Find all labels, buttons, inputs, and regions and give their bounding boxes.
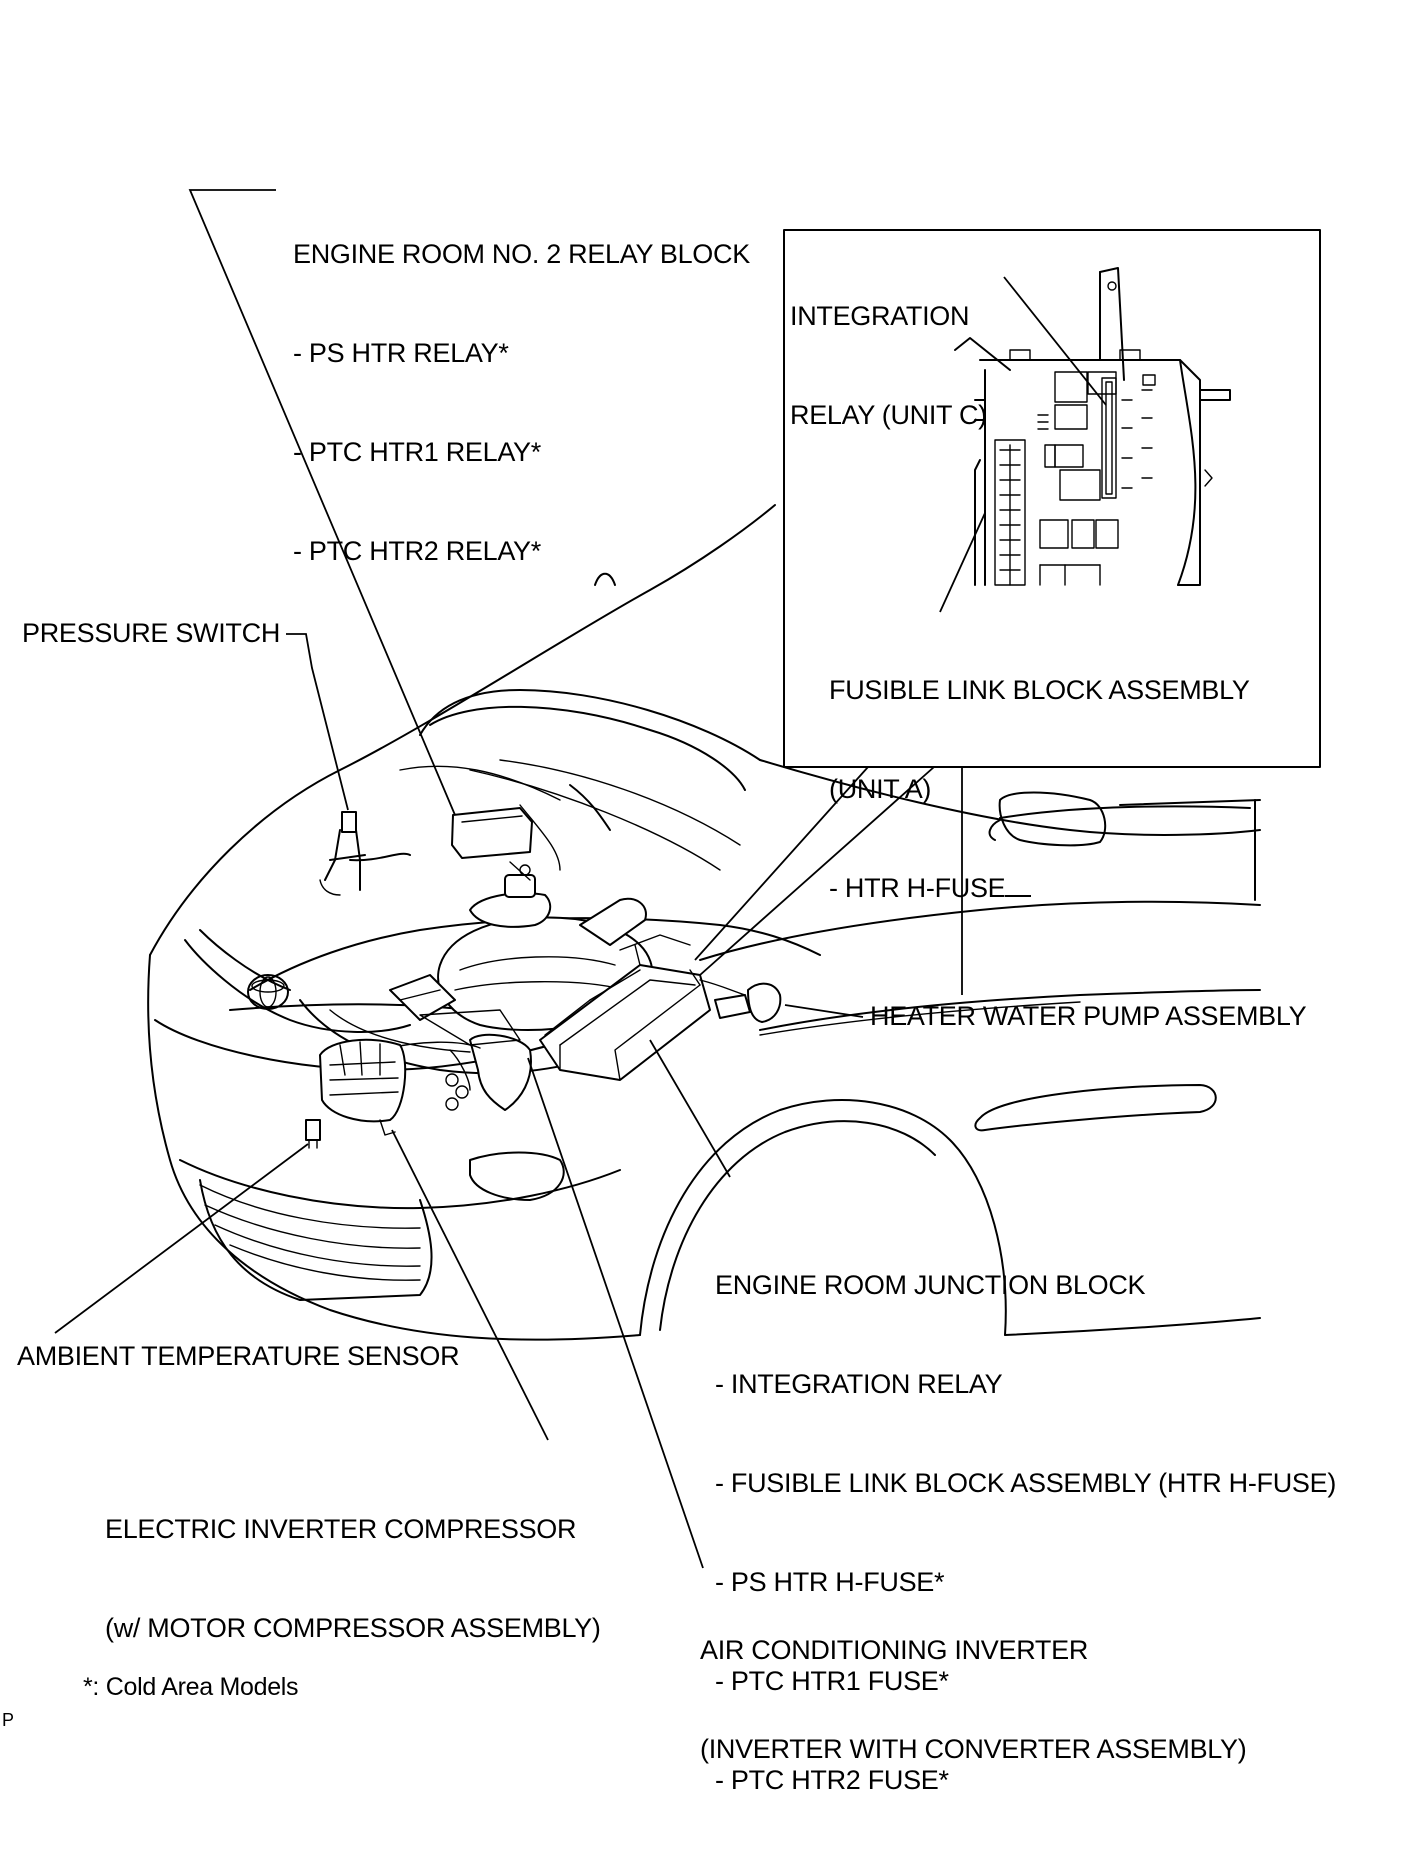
relay-block-label: ENGINE ROOM NO. 2 RELAY BLOCK - PS HTR R… <box>293 172 750 634</box>
inset-panel <box>694 229 1321 976</box>
compressor-line: ELECTRIC INVERTER COMPRESSOR <box>105 1514 577 1544</box>
integration-relay-label: INTEGRATION RELAY (UNIT C) <box>790 234 987 498</box>
water-pump-icon <box>689 969 782 1023</box>
junction-block-item: - FUSIBLE LINK BLOCK ASSEMBLY (HTR H-FUS… <box>715 1468 1337 1498</box>
compressor-label: ELECTRIC INVERTER COMPRESSOR (w/ MOTOR C… <box>105 1447 601 1711</box>
relay-block-item: - PTC HTR2 RELAY* <box>293 536 541 566</box>
vehicle-front-quarter-icon <box>54 189 1321 1569</box>
junction-block-title: ENGINE ROOM JUNCTION BLOCK <box>715 1270 1146 1300</box>
junction-block-item: - PS HTR H-FUSE* <box>715 1567 945 1597</box>
toyota-emblem-icon <box>247 974 289 1010</box>
junction-block-item: - PTC HTR1 FUSE* <box>715 1666 949 1696</box>
footnote: *: Cold Area Models <box>83 1673 299 1701</box>
ac-inverter-line: AIR CONDITIONING INVERTER <box>700 1635 1089 1665</box>
ac-inverter-label: AIR CONDITIONING INVERTER (INVERTER WITH… <box>700 1568 1247 1832</box>
pressure-switch-icon <box>319 811 411 896</box>
fusible-link-label: FUSIBLE LINK BLOCK ASSEMBLY (UNIT A) - H… <box>829 608 1250 971</box>
relay-block-item: - PS HTR RELAY* <box>293 338 509 368</box>
compressor-line: (w/ MOTOR COMPRESSOR ASSEMBLY) <box>105 1613 601 1643</box>
relay-block-title: ENGINE ROOM NO. 2 RELAY BLOCK <box>293 239 750 269</box>
ambient-sensor-label: AMBIENT TEMPERATURE SENSOR <box>17 1341 460 1371</box>
sensor-icon <box>305 1119 321 1149</box>
compressor-icon <box>319 1038 407 1136</box>
integration-relay-line: RELAY (UNIT C) <box>790 400 987 430</box>
engine-icon <box>379 874 654 1111</box>
underscore-mark <box>1005 873 1032 897</box>
pressure-switch-label: PRESSURE SWITCH <box>22 618 281 648</box>
junction-block-label: ENGINE ROOM JUNCTION BLOCK - INTEGRATION… <box>715 1203 1336 1863</box>
leader-lines <box>54 189 963 1569</box>
junction-block-item: - INTEGRATION RELAY <box>715 1369 1003 1399</box>
relay-block-icon <box>451 807 533 881</box>
integration-relay-line: INTEGRATION <box>790 301 970 331</box>
junction-block-icon <box>539 934 711 1081</box>
fusible-link-line: (UNIT A) <box>829 774 932 804</box>
fusible-link-fuse: - HTR H-FUSE <box>829 873 1006 903</box>
fusible-link-line: - HTR H-FUSE <box>829 872 1250 905</box>
ac-inverter-line: (INVERTER WITH CONVERTER ASSEMBLY) <box>700 1734 1247 1764</box>
diagram: ENGINE ROOM NO. 2 RELAY BLOCK - PS HTR R… <box>2 172 1336 1795</box>
corner-mark: P <box>2 1710 14 1730</box>
heater-water-pump-label: HEATER WATER PUMP ASSEMBLY <box>870 1001 1307 1031</box>
fusible-link-line: FUSIBLE LINK BLOCK ASSEMBLY <box>829 675 1250 705</box>
relay-block-item: - PTC HTR1 RELAY* <box>293 437 541 467</box>
